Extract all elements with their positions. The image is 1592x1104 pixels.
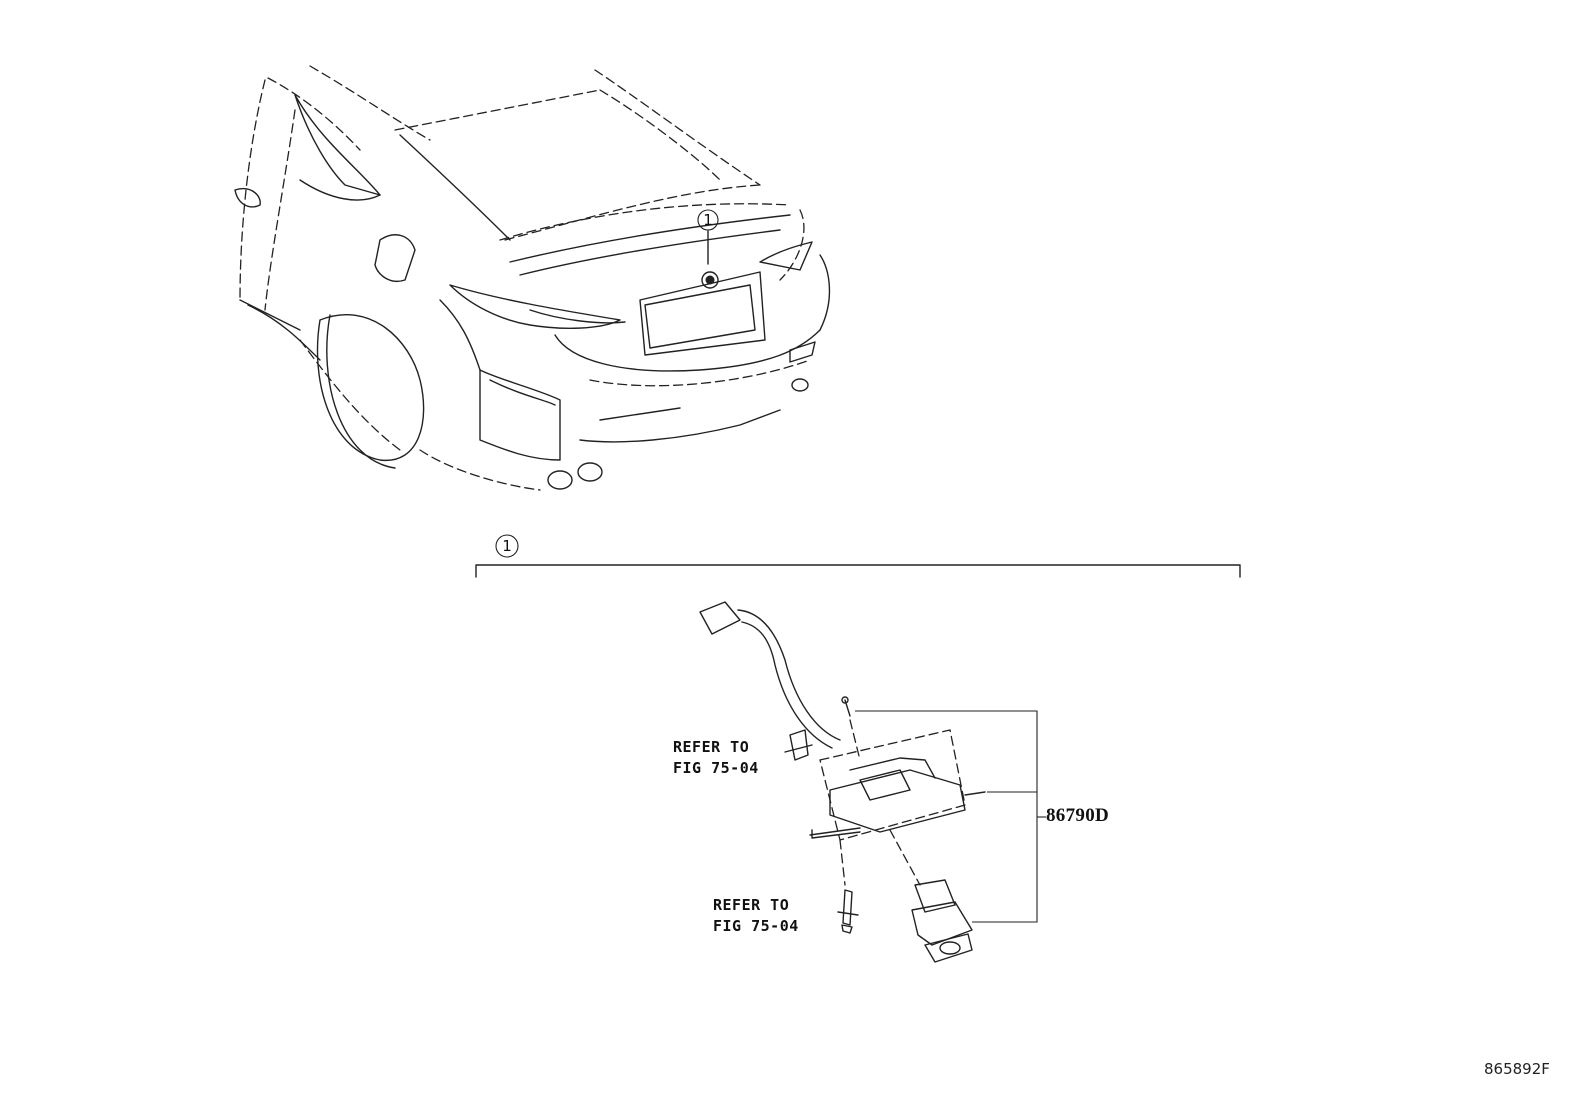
refer-upper-line2: FIG 75-04 — [673, 759, 759, 777]
section-number: 1 — [502, 537, 512, 555]
camera-assembly-illustration — [699, 601, 986, 963]
refer-label-lower: REFER TO FIG 75-04 — [713, 895, 799, 937]
callout-circle — [697, 209, 719, 231]
refer-label-upper: REFER TO FIG 75-04 — [673, 737, 759, 779]
refer-lower-line2: FIG 75-04 — [713, 917, 799, 935]
refer-lower-line1: REFER TO — [713, 896, 790, 914]
part-number-label: 86790D — [1046, 805, 1110, 826]
camera-location-marker — [701, 271, 719, 289]
refer-upper-line1: REFER TO — [673, 738, 750, 756]
car-rear-illustration — [234, 65, 831, 491]
drawing-id: 865892F — [1484, 1060, 1550, 1078]
callout-number: 1 — [703, 211, 713, 229]
part-number-leader — [855, 710, 1046, 923]
section-bracket — [475, 534, 1241, 578]
